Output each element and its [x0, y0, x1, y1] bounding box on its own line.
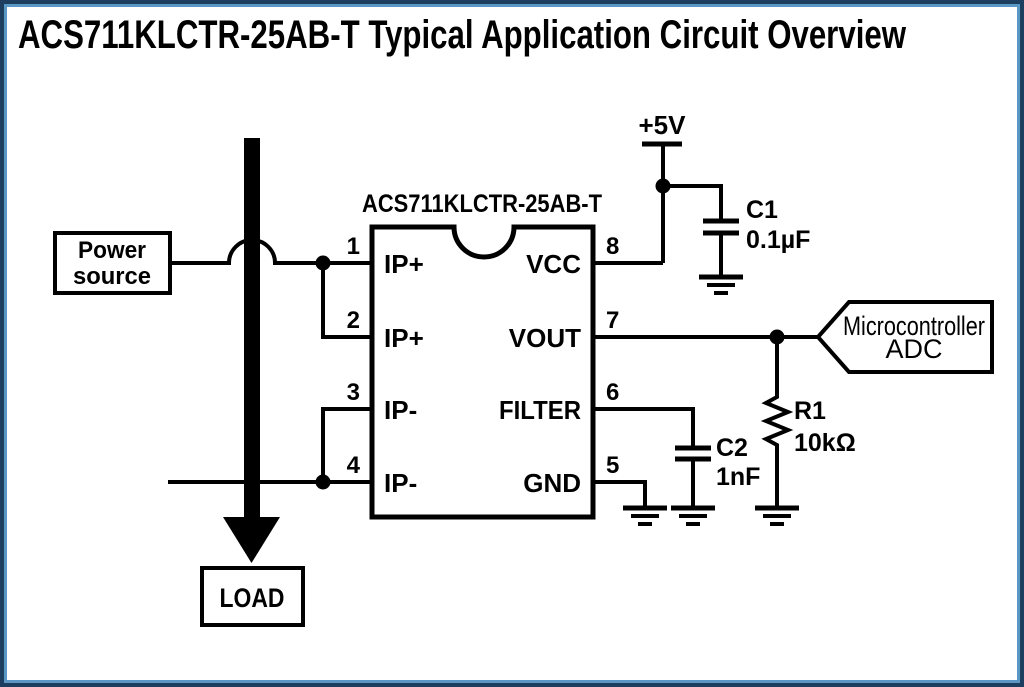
junction-dot	[655, 178, 671, 194]
capacitor-c1-icon	[703, 218, 739, 236]
pin-7-number: 7	[606, 307, 619, 334]
pin-4-label: IP-	[384, 468, 417, 498]
junction-dot	[769, 329, 785, 345]
wire-power-to-pin1-with-hop	[170, 238, 372, 265]
power-source-label-line2: source	[73, 263, 151, 290]
wire-to-c1	[663, 184, 723, 221]
capacitor-c2-icon	[675, 445, 711, 462]
ground-icon-pin5	[623, 505, 667, 526]
pin-2-number: 2	[347, 307, 360, 334]
ground-icon-c1	[699, 274, 743, 295]
pin-6-number: 6	[606, 379, 619, 406]
pin-5-label: GND	[523, 468, 581, 498]
current-flow-arrow-icon	[223, 138, 280, 563]
pin-7-label: VOUT	[509, 323, 581, 353]
junction-dot	[315, 255, 331, 271]
power-source-box	[53, 231, 172, 295]
ground-icon-c2	[671, 505, 715, 526]
pin-2-label: IP+	[384, 323, 424, 353]
pin-8-label: VCC	[526, 249, 581, 279]
pin-3-label: IP-	[384, 395, 417, 425]
pin-6-label: FILTER	[499, 395, 581, 425]
wire-pin6-filter-to-c2	[593, 407, 695, 448]
pin-1-number: 1	[347, 233, 360, 260]
pin-1-label: IP+	[384, 249, 424, 279]
c1-ref-label: C1	[746, 196, 778, 224]
adc-tag-label-line2: ADC	[885, 334, 942, 364]
junction-dot	[315, 474, 331, 490]
page-title: ACS711KLCTR-25AB-T Typical Application C…	[18, 13, 907, 57]
ground-icon-r1	[755, 505, 799, 526]
load-box	[200, 566, 305, 627]
adc-tag-label-line1: Microcontroller	[843, 311, 985, 341]
ic-name: ACS711KLCTR-25AB-T	[362, 190, 602, 218]
pin-4-number: 4	[347, 452, 361, 479]
load-label: LOAD	[220, 583, 285, 613]
supply-5v-label: +5V	[639, 110, 687, 140]
c2-ref-label: C2	[716, 434, 748, 462]
resistor-r1-icon	[760, 337, 794, 508]
r1-value-label: 10kΩ	[794, 429, 856, 457]
wire-branch-pin3	[321, 407, 372, 482]
c2-value-label: 1nF	[716, 463, 760, 491]
adc-tag-shape	[815, 300, 994, 374]
pin-5-number: 5	[606, 452, 619, 479]
r1-ref-label: R1	[794, 397, 826, 425]
c1-value-label: 0.1µF	[746, 226, 810, 254]
wire-branch-pin2	[321, 263, 372, 339]
ic-body	[369, 224, 596, 520]
power-source-label-line1: Power	[78, 237, 146, 264]
wire-pin5-gnd	[593, 480, 647, 508]
pin-3-number: 3	[347, 379, 360, 406]
pin-8-number: 8	[606, 233, 619, 260]
